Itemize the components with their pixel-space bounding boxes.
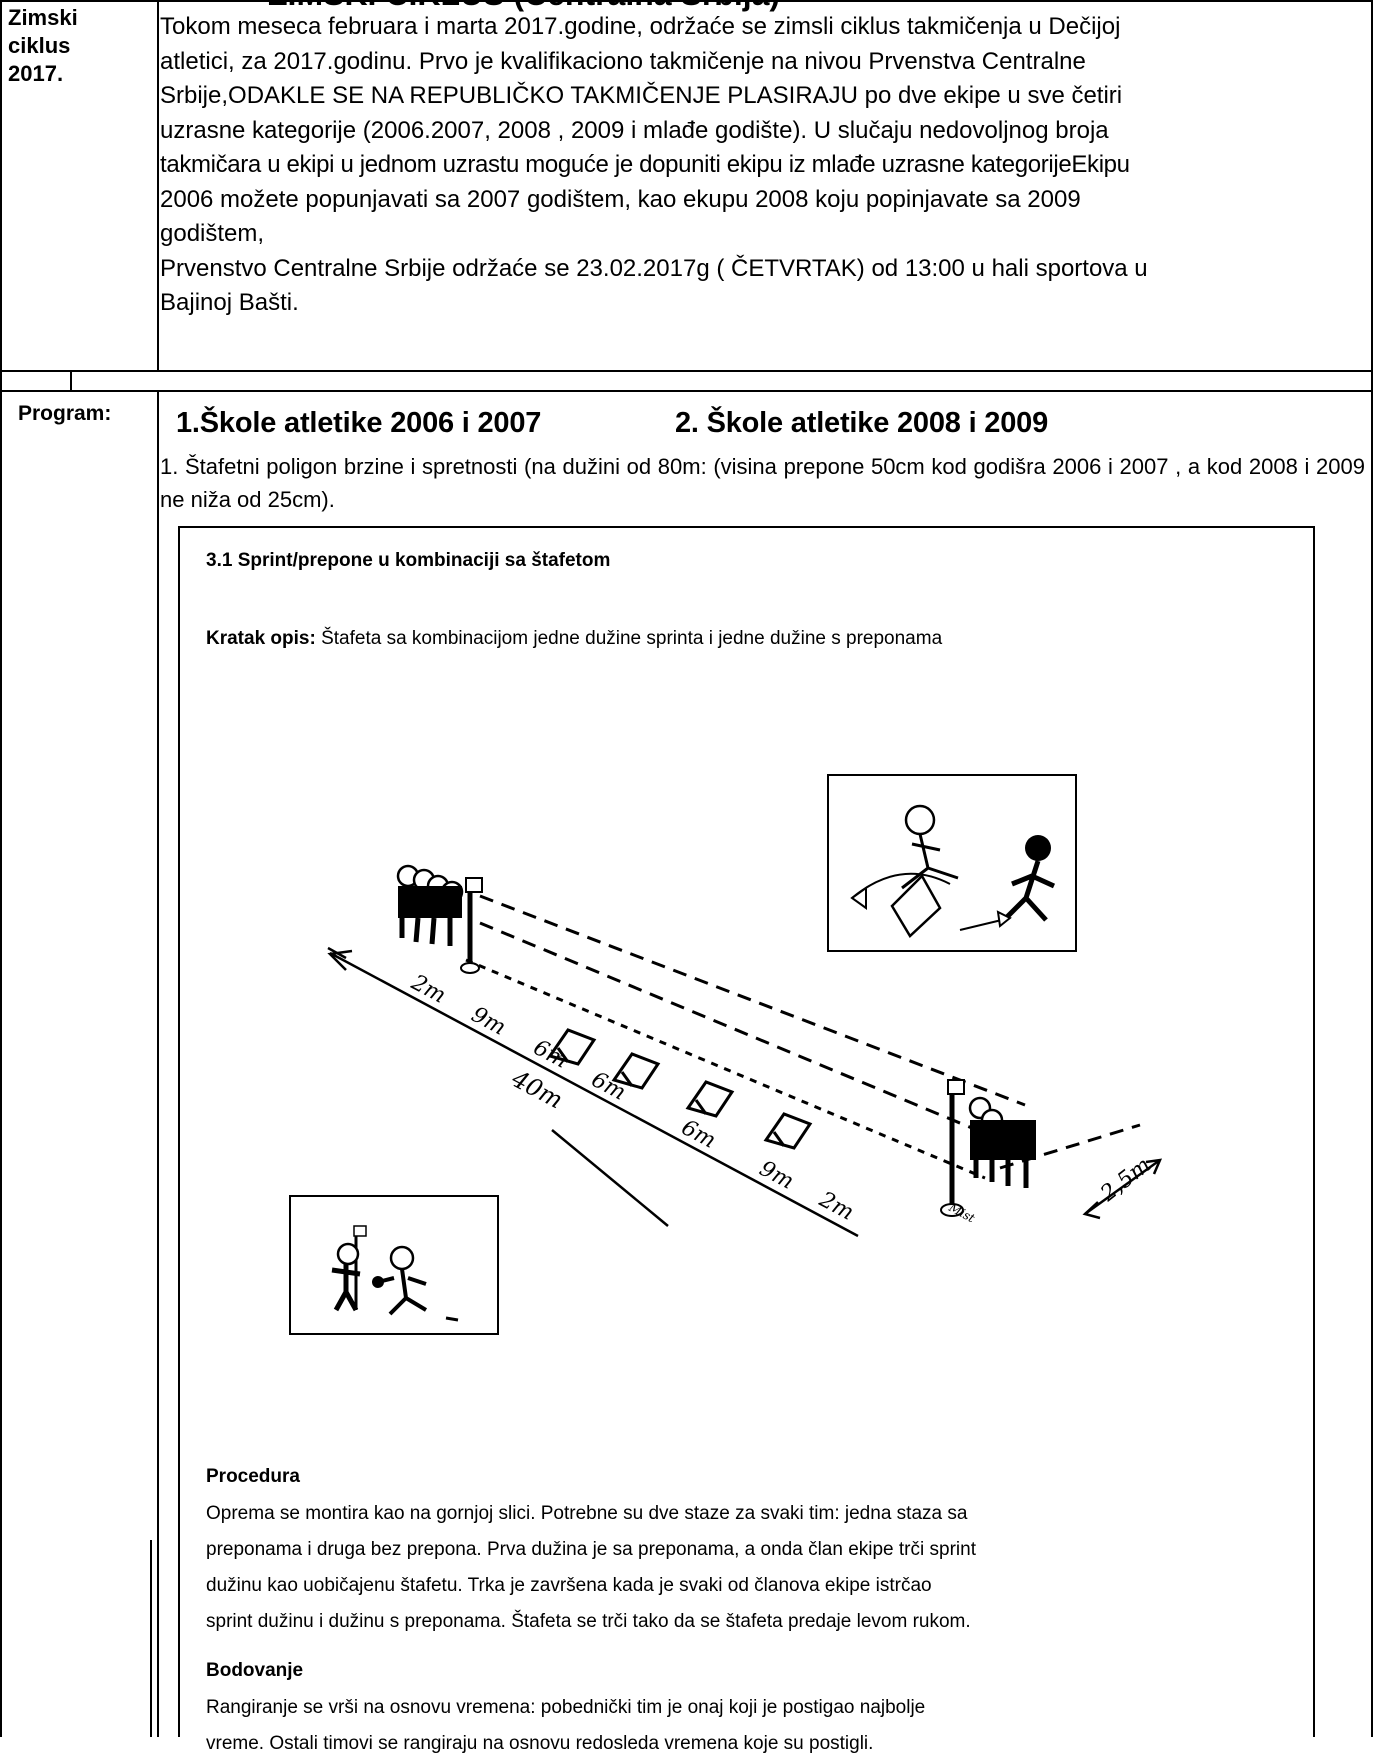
paragraph-line: godištem, [160, 220, 265, 247]
dim-width: 2,5m [1096, 1153, 1156, 1208]
paragraph-line: Prvenstvo Centralne Srbije održaće se 23… [160, 254, 1148, 282]
table-border-top [0, 0, 1373, 2]
table-column-divider-short [70, 370, 72, 390]
procedure-line: preponama i druga bez prepona. Prva duži… [206, 1539, 976, 1560]
embedded-figure-page: 3.1 Sprint/prepone u kombinaciji sa štaf… [178, 526, 1315, 1754]
scoring-text: Rangiranje se vrši na osnovu vremena: po… [206, 1690, 1286, 1762]
scoring-title: Bodovanje [206, 1660, 304, 1681]
announcement-paragraph: Tokom meseca februara i marta 2017.godin… [160, 10, 1360, 321]
table-column-divider-inner [150, 1540, 152, 1737]
procedure-text: Oprema se montira kao na gornjoj slici. … [206, 1496, 1286, 1640]
relay-course-illustration: 2m 9m 6m 6m 6m 9m 2m 40m 2,5m Mist [289, 774, 1163, 1335]
team-group-finish [968, 1096, 1036, 1188]
program-description: 1. Štafetni poligon brzine i spretnosti … [160, 454, 1365, 512]
hurdle-jump-inset [827, 774, 1077, 952]
program-heading: 1.Škole atletike 2006 i 2007 2. Škole at… [176, 407, 1048, 440]
hurdles [547, 1028, 813, 1150]
figure-short-description: Kratak opis: Štafeta sa kombinacijom jed… [206, 628, 942, 650]
scoring-line: vreme. Ostali timovi se rangiraju na osn… [206, 1733, 874, 1754]
flag-pole-start [460, 877, 483, 974]
dim-label: 9m [755, 1156, 798, 1194]
table-row-divider [0, 370, 1373, 372]
paragraph-line: 2006 možete popunjavati sa 2007 godištem… [160, 185, 1081, 213]
paragraph-line: Tokom meseca februara i marta 2017.godin… [160, 13, 1121, 40]
paragraph-line: uzrasne kategorije (2006.2007, 2008 , 20… [160, 116, 1109, 144]
relay-handover-inset [289, 1195, 499, 1335]
row-label-program: Program: [18, 402, 112, 425]
table-column-divider [157, 390, 159, 1737]
figure-title: 3.1 Sprint/prepone u kombinaciji sa štaf… [206, 550, 611, 571]
program-heading-2: 2. Škole atletike 2008 i 2009 [674, 407, 1049, 439]
team-group-start [396, 864, 464, 946]
paragraph-line: atletici, za 2017.godinu. Prvo je kvalif… [160, 47, 1086, 75]
procedure-line: dužinu kao uobičajenu štafetu. Trka je z… [206, 1575, 932, 1596]
program-heading-1: 1.Škole atletike 2006 i 2007 [176, 407, 542, 439]
scoring-line: Rangiranje se vrši na osnovu vremena: po… [206, 1697, 926, 1718]
paragraph-line: Srbije,ODAKLE SE NA REPUBLIČKO TAKMIČENJ… [160, 82, 1123, 109]
track-lanes [465, 894, 1141, 1180]
dim-label: 6m [677, 1115, 720, 1153]
procedure-line: Oprema se montira kao na gornjoj slici. … [206, 1503, 968, 1524]
flag-pole-finish [940, 1079, 965, 1217]
dimension-labels: 2m 9m 6m 6m 6m 9m 2m 40m 2,5m Mist [406, 970, 1155, 1226]
table-row-divider [0, 390, 1373, 392]
short-desc-text: Štafeta sa kombinacijom jedne dužine spr… [315, 628, 943, 649]
procedure-line: sprint dužinu i dužinu s preponama. Štaf… [206, 1611, 971, 1632]
row-label-zimski-ciklus: Zimski ciklus 2017. [8, 4, 78, 88]
distance-ruler [327, 946, 1163, 1238]
table-border-left [0, 0, 2, 1737]
paragraph-line: takmičara u ekipi u jednom uzrastu moguć… [160, 151, 1130, 178]
dim-label: 9m [467, 1002, 510, 1040]
table-column-divider [157, 0, 159, 370]
dim-label: 2m [814, 1187, 857, 1226]
table-border-right [1371, 0, 1373, 1737]
dim-mark: Mist [946, 1200, 978, 1226]
dim-label: 2m [406, 970, 449, 1009]
page-heading-cut: ZIMSKI CIKLUS (Centralna Srbija) [268, 0, 780, 13]
label-line: Zimski [8, 5, 78, 30]
label-line: 2017. [8, 61, 64, 86]
label-line: ciklus [8, 33, 71, 58]
procedure-title: Procedura [206, 1466, 300, 1487]
short-desc-label: Kratak opis: [206, 628, 316, 649]
paragraph-line: Bajinoj Bašti. [160, 289, 299, 316]
